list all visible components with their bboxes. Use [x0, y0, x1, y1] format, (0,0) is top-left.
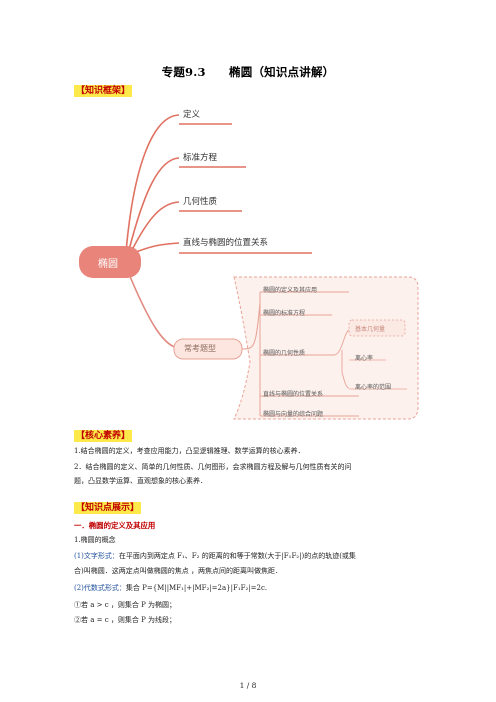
branch-line-definition [125, 114, 180, 253]
literacy-line-3: 题，凸显数学运算、直观想象的核心素养． [74, 477, 207, 485]
exam-item-1: 椭圆的定义及其应用 [263, 287, 318, 294]
text-form-body: 在平面内到两定点 F₁、F₂ 的距离的和等于常数(大于|F₁F₂|)的点的轨迹(… [118, 552, 356, 560]
exam-item-2: 椭圆的标准方程 [263, 310, 306, 317]
algebra-form-label: (2)代数式形式： [74, 584, 126, 592]
text-form-continuation: 合)叫椭圆．这两定点叫做椭圆的焦点 ，两焦点间的距离叫做焦距． [74, 567, 282, 575]
mind-map: 定义 标准方程 几何性质 直线与椭圆的位置关系 椭圆 常考题型 椭圆的定义及其应… [74, 102, 434, 427]
literacy-line-2: 2．结合椭圆的定义、简单的几何性质、几何图形，会求椭圆方程及解与几何性质有关的问 [74, 463, 352, 471]
root-label: 椭圆 [98, 259, 118, 270]
geo-item-2: 离心率 [355, 355, 374, 362]
branch-line-equation [128, 157, 180, 251]
geo-item-1: 基本几何量 [355, 326, 386, 333]
root-node [79, 246, 141, 278]
mind-map-lines [79, 114, 419, 420]
branch-position: 直线与椭圆的位置关系 [183, 238, 269, 248]
branch-definition: 定义 [183, 110, 201, 120]
section-tag-literacy: 【核心素养】 [74, 430, 133, 442]
page-title: 专题9.3 椭圆（知识点讲解） [161, 65, 335, 79]
exam-region [233, 276, 419, 420]
condition-item-2: ②若 a = c ，则集合 P 为线段； [74, 616, 177, 624]
text-form-line: (1)文字形式：在平面内到两定点 F₁、F₂ 的距离的和等于常数(大于|F₁F₂… [74, 550, 430, 563]
knowledge-subheading: 1.椭圆的概念 [74, 536, 116, 544]
algebra-form-line: (2)代数式形式：集合 P={M||MF₁|+|MF₂|=2a}|F₁F₂|=2… [74, 582, 430, 595]
geo-highlight-box [348, 319, 406, 337]
text-form-label: (1)文字形式： [74, 552, 119, 560]
branch-geometry: 几何性质 [183, 197, 218, 207]
geo-bracket [333, 329, 350, 389]
algebra-form-body: 集合 P={M||MF₁|+|MF₂|=2a}|F₁F₂|=2c. [125, 584, 268, 592]
condition-item-1: ①若 a > c ，则集合 P 为椭圆； [74, 601, 177, 609]
literacy-line-1: 1.结合椭圆的定义，考查应用能力，凸显逻辑推理、数学运算的核心素养． [74, 447, 305, 455]
section-tag-framework: 【知识框架】 [74, 85, 133, 97]
exam-item-5: 椭圆与向量的综合问题 [263, 411, 324, 418]
exam-item-3: 椭圆的几何性质 [263, 350, 306, 357]
geo-item-3: 离心率的范围 [355, 384, 392, 391]
section-tag-display: 【知识点展示】 [74, 502, 142, 514]
branch-equation: 标准方程 [183, 153, 218, 163]
branch-line-geometry [131, 201, 180, 251]
exam-item-4: 直线与椭圆的位置关系 [263, 391, 324, 398]
knowledge-heading: 一．椭圆的定义及其应用 [74, 521, 156, 530]
branch-line-position [135, 242, 180, 253]
page-footer: 1 / 8 [239, 681, 257, 690]
exam-label: 常考题型 [184, 344, 216, 353]
branch-line-exam [128, 273, 180, 349]
